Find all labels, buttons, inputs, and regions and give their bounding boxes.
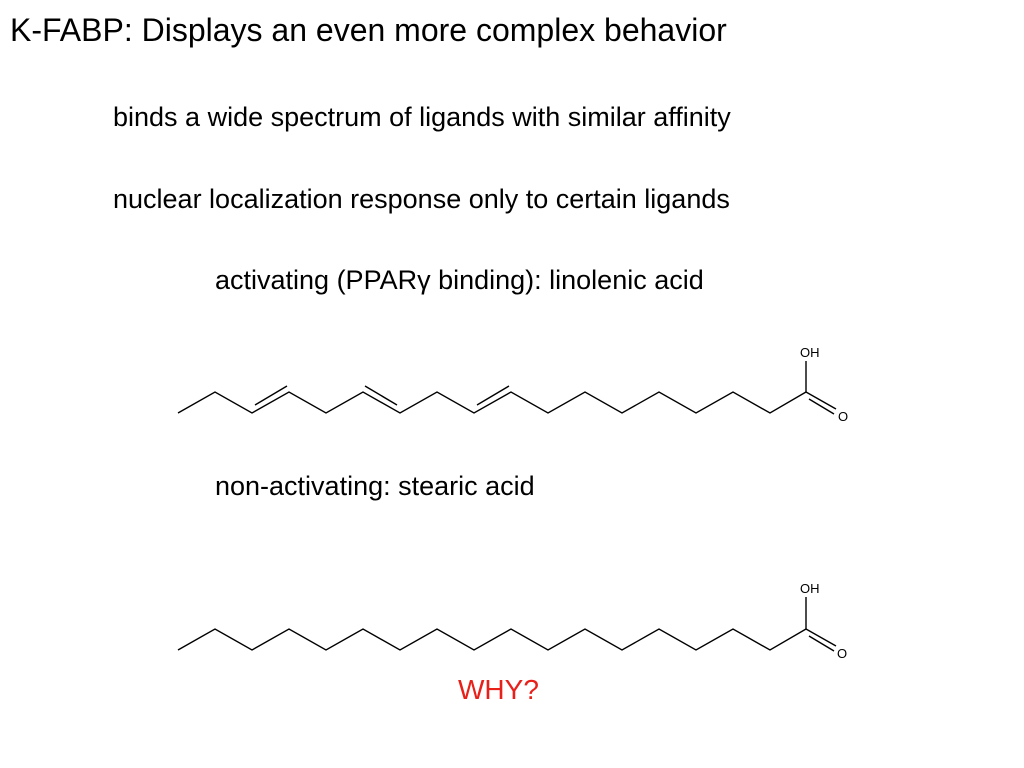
non-activating-ligand-line: non-activating: stearic acid [215,471,535,501]
hydroxyl-label: OH [800,581,820,596]
carbonyl-oxygen-label: O [838,409,848,424]
activating-prefix: activating (PPAR [215,265,418,295]
double-bond-3 [476,385,510,406]
stearic-acid-chain [177,628,807,651]
carbonyl-oxygen-label: O [837,646,847,661]
slide-title: K-FABP: Displays an even more complex be… [10,12,727,48]
point-ligand-binding: binds a wide spectrum of ligands with si… [113,102,731,132]
linolenic-acid-structure: OH O [177,345,848,424]
stearic-acid-structure: OH O [177,581,847,661]
why-question: WHY? [458,674,539,705]
gamma-symbol: γ [417,265,431,295]
carbonyl-double-bond [808,398,835,415]
double-bond-1 [254,385,288,406]
double-bond-2 [364,385,398,406]
activating-suffix: binding): linolenic acid [430,265,704,295]
carbonyl-double-bond [808,635,835,652]
carbonyl-bond [805,391,837,410]
hydroxyl-label: OH [800,345,820,360]
linolenic-acid-chain [177,391,807,414]
carbonyl-bond [805,628,837,647]
point-nuclear-localization: nuclear localization response only to ce… [113,184,730,214]
activating-ligand-line: activating (PPARγ binding): linolenic ac… [215,263,704,297]
